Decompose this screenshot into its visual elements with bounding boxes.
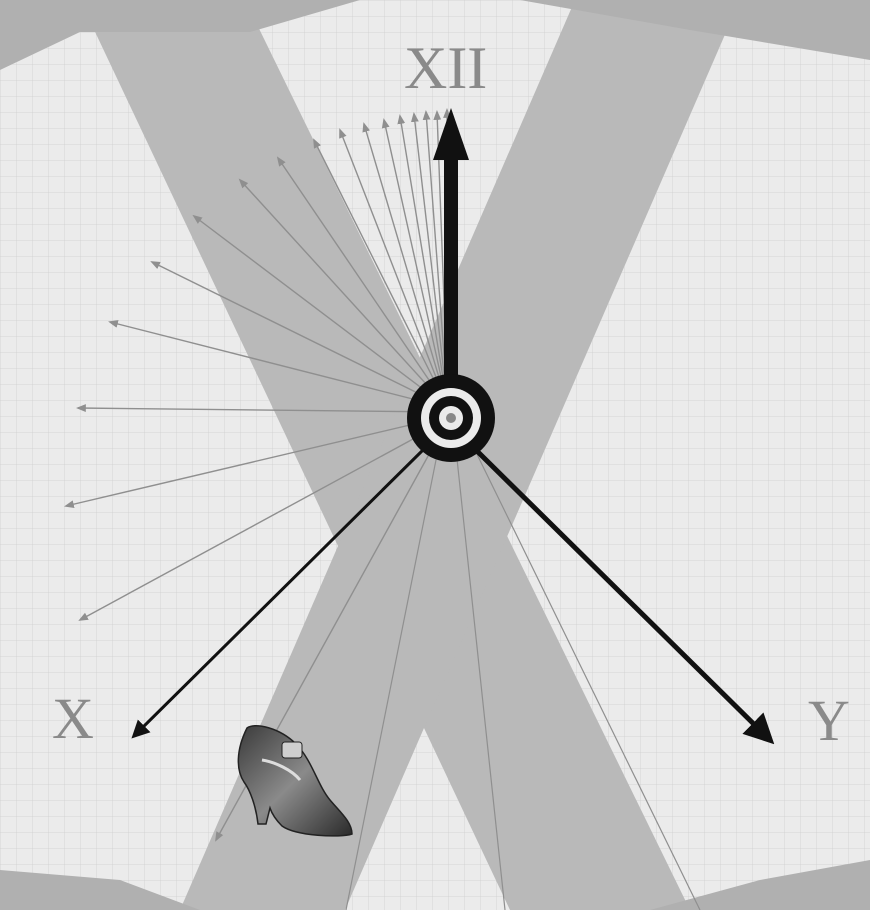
y-axis-label: Y xyxy=(808,688,850,753)
twelve-hand-shaft xyxy=(444,150,458,378)
twelve-label: XII xyxy=(404,35,487,101)
hub-center xyxy=(446,413,456,423)
clock-hub xyxy=(407,374,495,462)
x-axis-label: X xyxy=(52,686,94,751)
